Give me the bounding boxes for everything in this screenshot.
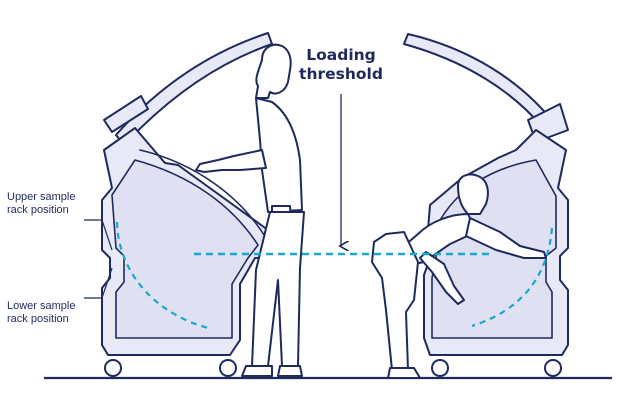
standing-person-head bbox=[255, 43, 292, 99]
sitting-person-legs bbox=[371, 231, 419, 371]
lower-rack-position-label-line1: Lower sample bbox=[7, 300, 76, 312]
upper-position-leader bbox=[84, 219, 113, 251]
sitting-person-shoe bbox=[387, 367, 421, 379]
sitting-person-head bbox=[457, 173, 489, 215]
left-cabinet-wheel-left bbox=[104, 359, 122, 377]
loading-threshold-label-line2: threshold bbox=[299, 64, 383, 83]
standing-person-torso bbox=[255, 97, 303, 213]
standing-person-legs bbox=[251, 211, 305, 367]
upper-rack-position-label-line2: rack position bbox=[7, 204, 69, 217]
left-rack-motion-path bbox=[115, 221, 209, 330]
right-rack-motion-path bbox=[471, 227, 554, 328]
right-cabinet-wheel-left bbox=[431, 359, 449, 377]
left-cabinet-inner-arc bbox=[139, 149, 267, 239]
loading-threshold-label-line1: Loading bbox=[306, 46, 376, 64]
right-cabinet-wheel-right bbox=[544, 359, 562, 377]
upper-rack-position-label-line1: Upper sample bbox=[7, 191, 76, 203]
standing-person bbox=[195, 43, 305, 377]
lower-rack-position-label: Lower sample rack position bbox=[7, 300, 75, 326]
left-cabinet-lid-hinge bbox=[103, 95, 149, 133]
lower-position-leader bbox=[84, 267, 113, 299]
left-cabinet-lid bbox=[115, 32, 273, 146]
lower-rack-position-label-line2: rack position bbox=[7, 313, 69, 326]
standing-person-arm bbox=[195, 149, 267, 173]
sitting-person-arm-reaching bbox=[465, 217, 547, 259]
sitting-person-arm-hanging bbox=[419, 251, 465, 305]
standing-person-shoe-left bbox=[241, 365, 273, 377]
left-cabinet bbox=[101, 32, 273, 356]
loading-threshold-label: Loading threshold bbox=[276, 46, 406, 83]
upper-rack-position-label: Upper sample rack position bbox=[7, 191, 75, 217]
left-cabinet-wheel-right bbox=[219, 359, 237, 377]
standing-person-shoe-right bbox=[277, 365, 303, 377]
